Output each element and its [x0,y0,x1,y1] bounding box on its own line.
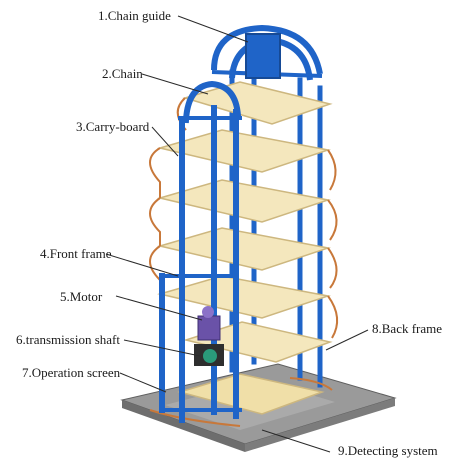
chain-loops [149,97,339,427]
label-detecting-system: 9.Detecting system [338,443,438,458]
label-motor: 5.Motor [60,289,103,304]
carry-boards [157,81,333,415]
label-chain-guide: 1.Chain guide [98,8,171,23]
chain-guide-arch [211,24,323,81]
motor-assembly [194,306,224,366]
leader-lines [105,15,369,453]
label-carry-board: 3.Carry-board [76,119,150,134]
label-operation-screen: 7.Operation screen [22,365,121,380]
label-back-frame: 8.Back frame [372,321,443,336]
label-front-frame: 4.Front frame [40,246,112,261]
label-transmission-shaft: 6.transmission shaft [16,332,120,347]
label-chain: 2.Chain [102,66,143,81]
